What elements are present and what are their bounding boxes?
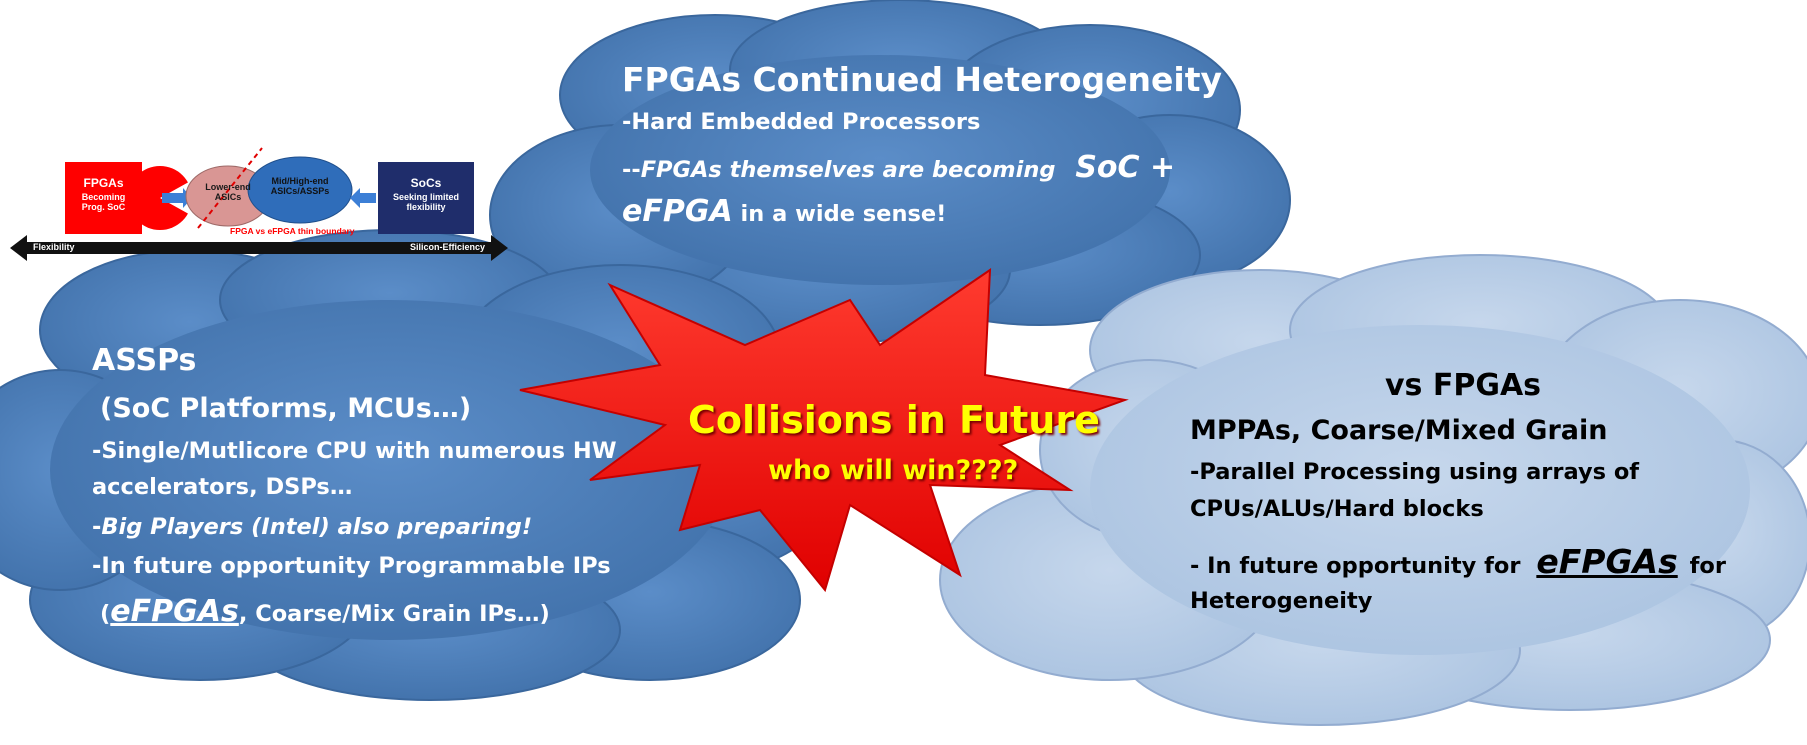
left-cloud-line3-prefix: - (92, 514, 102, 540)
fpgas-box-line1: Becoming (81, 192, 126, 202)
socs-box-line2: flexibility (406, 202, 446, 212)
left-cloud-line2: accelerators, DSPs… (92, 474, 353, 500)
right-cloud-line2: CPUs/ALUs/Hard blocks (1190, 496, 1484, 522)
collision-burst (519, 268, 1129, 593)
right-cloud-subtitle: MPPAs, Coarse/Mixed Grain (1190, 415, 1608, 446)
top-cloud-line2-big: SoC + (1075, 150, 1176, 185)
burst-line1: Collisions in Future (688, 398, 1100, 442)
left-cloud-line4: -In future opportunity Programmable IPs (92, 553, 611, 579)
right-cloud-line3-em: eFPGAs (1536, 542, 1678, 581)
socs-box-label: SoCs Seeking limited flexibility (378, 176, 474, 212)
top-cloud-line2-prefix: -- (622, 157, 641, 183)
lower-end-line2: ASICs (214, 192, 242, 202)
flexibility-label: Flexibility (33, 242, 75, 252)
boundary-label: FPGA vs eFPGA thin boundary (230, 226, 355, 236)
socs-box (378, 162, 474, 234)
axis-arrow (10, 235, 508, 261)
boundary-line (197, 147, 263, 229)
top-cloud-line2-text: FPGAs themselves are becoming (640, 157, 1056, 183)
right-cloud-line3-suffix: for (1689, 553, 1726, 579)
top-cloud-line3: eFPGA in a wide sense! (622, 194, 946, 229)
mid-high-cloud (247, 156, 353, 224)
socs-box-line1: Seeking limited (392, 192, 460, 202)
left-cloud-line1: -Single/Mutlicore CPU with numerous HW (92, 438, 617, 464)
right-cloud (939, 254, 1807, 726)
mid-high-line2: ASICs/ASSPs (270, 186, 330, 196)
fpgas-box-title: FPGAs (83, 176, 124, 190)
left-cloud-line5-text: , Coarse/Mix Grain IPs…) (238, 601, 550, 627)
left-cloud-line3-text: Big Players (Intel) also preparing! (101, 514, 533, 540)
socs-box-title: SoCs (410, 176, 442, 190)
right-cloud-line3-text: - In future opportunity for (1190, 553, 1521, 579)
top-cloud-line3-text: in a wide sense! (740, 201, 947, 227)
lower-end-line1: Lower-end (205, 182, 251, 192)
mid-high-line1: Mid/High-end (271, 176, 329, 186)
right-cloud-line1: -Parallel Processing using arrays of (1190, 459, 1640, 485)
right-cloud-line3: - In future opportunity for eFPGAs for (1190, 542, 1726, 581)
right-cloud-line4: Heterogeneity (1190, 588, 1373, 614)
left-cloud-line5-em: eFPGAs (110, 594, 239, 629)
arrow-left-to-right (162, 188, 192, 208)
left-cloud-subtitle: (SoC Platforms, MCUs…) (100, 393, 472, 424)
top-cloud-title: FPGAs Continued Heterogeneity (622, 60, 1223, 99)
left-cloud-title: ASSPs (92, 343, 197, 378)
top-cloud-line1: -Hard Embedded Processors (622, 109, 981, 135)
top-cloud-line3-em: eFPGA (622, 194, 733, 229)
arrow-right-to-left (350, 188, 376, 208)
fpgas-box-line2: Prog. SoC (81, 202, 126, 212)
silicon-efficiency-label: Silicon-Efficiency (410, 242, 486, 252)
left-cloud-line5-open: ( (100, 601, 111, 627)
burst-line2: who will win???? (768, 455, 1019, 486)
left-cloud-line5: (eFPGAs, Coarse/Mix Grain IPs…) (100, 594, 550, 629)
left-cloud-line3: -Big Players (Intel) also preparing! (92, 514, 532, 540)
mini-diagram (10, 147, 508, 261)
top-cloud-line2: --FPGAs themselves are becoming SoC + (622, 150, 1175, 185)
lower-end-label: Lower-end ASICs (188, 182, 268, 202)
mid-high-label: Mid/High-end ASICs/ASSPs (250, 176, 350, 196)
fpgas-box-label: FPGAs Becoming Prog. SoC (65, 176, 142, 212)
right-cloud-title: vs FPGAs (1385, 368, 1542, 403)
